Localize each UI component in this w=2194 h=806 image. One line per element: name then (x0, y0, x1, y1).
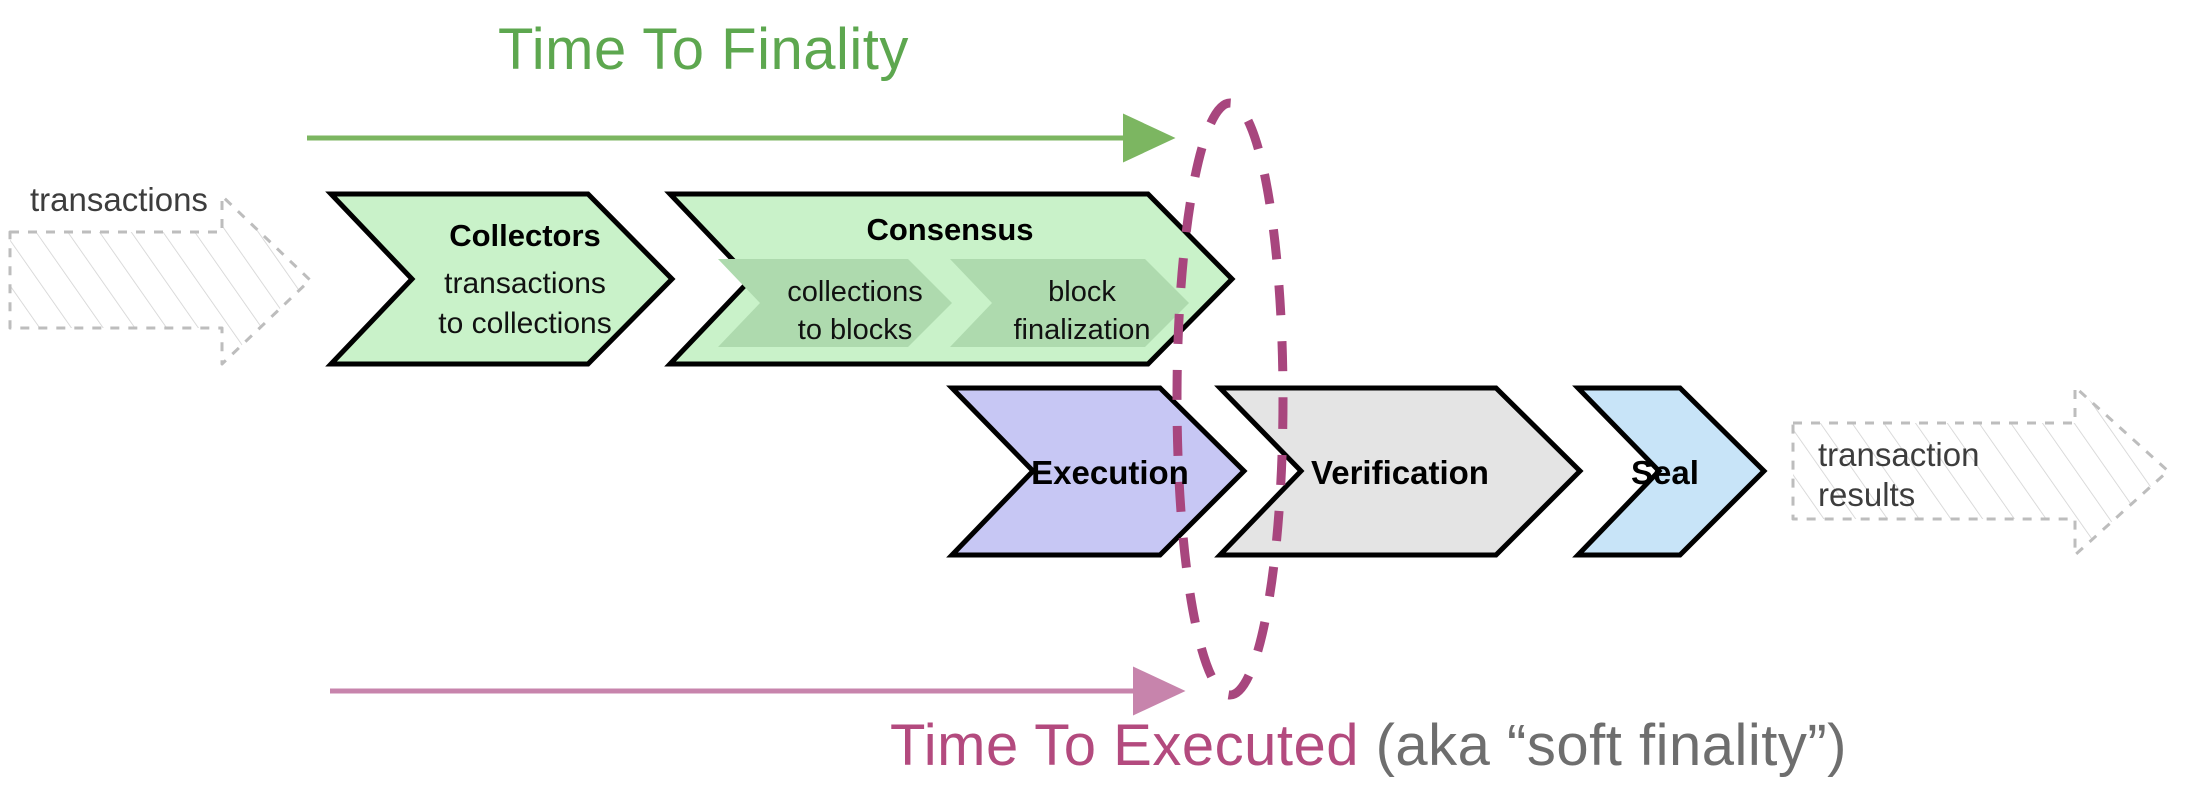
shape-verification[interactable] (1214, 385, 1584, 558)
shape-seal[interactable] (1572, 385, 1768, 558)
output-transaction-results-line2: results (1818, 476, 1916, 513)
execution-label: Execution (1031, 454, 1189, 491)
shape-execution[interactable] (946, 385, 1248, 558)
consensus-title: Consensus (866, 212, 1034, 247)
collectors-title: Collectors (449, 218, 601, 253)
shape-collectors[interactable] (325, 191, 676, 367)
finality-boundary-ellipse (1172, 98, 1288, 700)
block-finalization-line2: finalization (1013, 314, 1151, 346)
input-transactions-label: transactions (30, 181, 208, 218)
time-to-executed-title-main: Time To Executed (890, 713, 1359, 778)
verification-label: Verification (1311, 454, 1489, 491)
collectors-subtitle-line1: transactions (444, 267, 606, 300)
input-ghost-arrow (8, 194, 312, 366)
block-finalization-line1: block (1048, 276, 1116, 308)
collections-to-blocks-line2: to blocks (797, 314, 913, 346)
time-to-executed-title-sub: (aka “soft finality”) (1359, 713, 1847, 778)
output-transaction-results-line1: transaction (1818, 436, 1980, 473)
time-to-executed-title: Time To Executed (aka “soft finality”) (890, 712, 1847, 779)
collections-to-blocks-line1: collections (787, 276, 923, 308)
time-to-finality-title: Time To Finality (498, 17, 909, 82)
shape-collections-to-blocks (718, 259, 952, 347)
collectors-subtitle-line2: to collections (438, 307, 612, 340)
shape-block-finalization (950, 259, 1189, 347)
output-ghost-arrow (1791, 385, 2170, 557)
seal-label: Seal (1631, 454, 1699, 491)
